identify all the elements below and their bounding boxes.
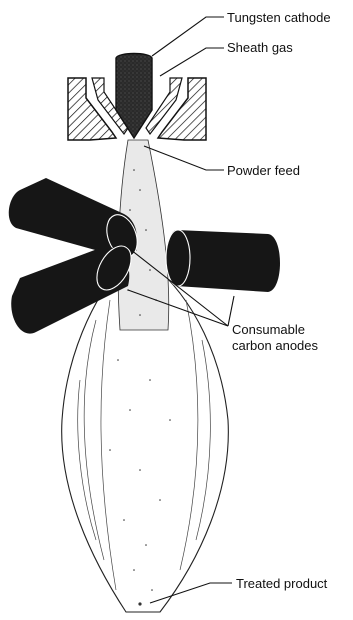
leader-powder (144, 146, 224, 170)
label-consumable-line1: Consumable (232, 322, 318, 338)
carbon-anode-right (166, 230, 280, 292)
label-tungsten-cathode: Tungsten cathode (227, 10, 331, 26)
label-powder-feed: Powder feed (227, 163, 300, 179)
label-treated-product: Treated product (236, 576, 327, 592)
leader-tungsten (152, 17, 224, 56)
label-consumable-anodes: Consumable carbon anodes (232, 322, 318, 354)
label-sheath-gas: Sheath gas (227, 40, 293, 56)
label-consumable-line2: carbon anodes (232, 338, 318, 354)
leader-sheath (160, 48, 224, 76)
